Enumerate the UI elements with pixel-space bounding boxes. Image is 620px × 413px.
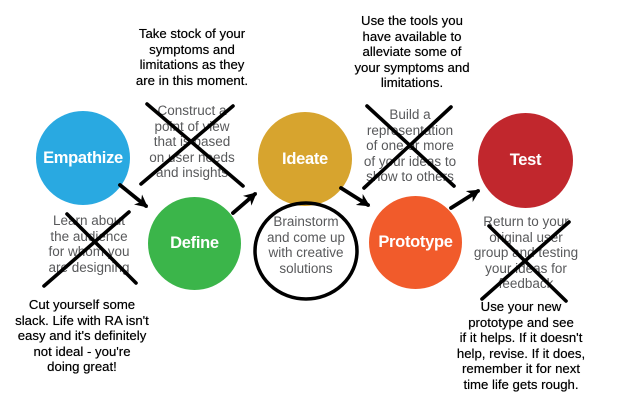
step-description-prototype: Build a representation of one or more of… xyxy=(363,107,457,184)
annotation-top-right: Use the tools you have available to alle… xyxy=(354,13,470,90)
annotation-bottom-right: Use your new prototype and see if it hel… xyxy=(456,299,586,392)
stage-circle-define: Define xyxy=(148,197,241,290)
stage-label-define: Define xyxy=(170,234,219,252)
step-description-ideate: Brainstorm and come up with creative sol… xyxy=(266,214,346,276)
flow-arrow-define-ideate-icon xyxy=(231,192,257,215)
step-description-test: Return to your original user group and t… xyxy=(473,214,579,291)
stage-circle-empathize: Empathize xyxy=(36,111,130,205)
step-description-define: Construct a point of view that is based … xyxy=(149,103,235,180)
annotation-bottom-left: Cut yourself some slack. Life with RA is… xyxy=(15,297,149,374)
stage-label-prototype: Prototype xyxy=(378,233,453,251)
flow-arrow-empathize-define-icon xyxy=(118,183,149,208)
stage-label-ideate: Ideate xyxy=(282,149,328,168)
stage-label-test: Test xyxy=(509,151,542,169)
stage-circle-prototype: Prototype xyxy=(369,196,462,289)
step-description-empathize: Learn about the audience for whom you ar… xyxy=(48,213,130,275)
flow-arrow-prototype-test-icon xyxy=(449,189,481,210)
stage-circle-test: Test xyxy=(478,113,573,208)
stage-label-empathize: Empathize xyxy=(43,148,123,167)
flow-arrow-ideate-prototype-icon xyxy=(339,186,371,207)
annotation-top-left: Take stock of your symptoms and limitati… xyxy=(135,26,249,88)
stage-circle-ideate: Ideate xyxy=(258,112,352,206)
